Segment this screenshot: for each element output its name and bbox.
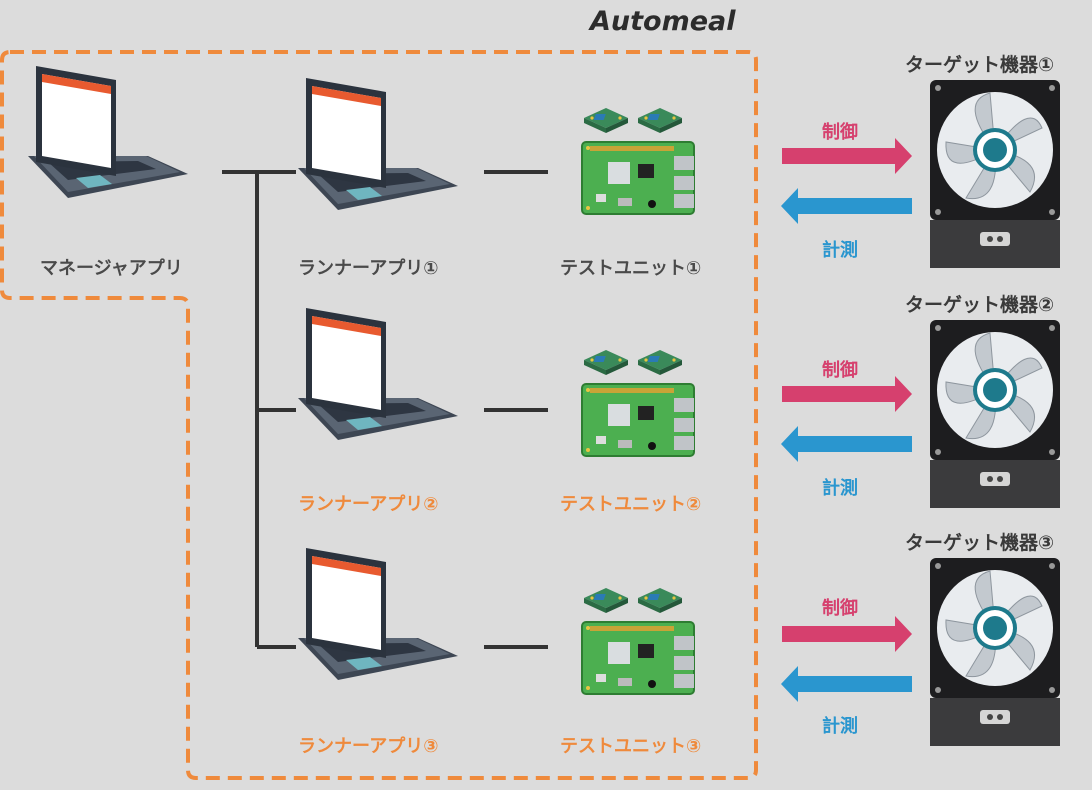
laptop-icon (298, 308, 458, 440)
control-arrow (782, 376, 912, 412)
diagram-title: Automeal (590, 6, 736, 37)
cooling-fan-icon (929, 319, 1061, 509)
measure-label: 計測 (822, 240, 858, 261)
measure-label: 計測 (822, 478, 858, 499)
control-label: 制御 (822, 360, 858, 381)
target-device-label: ターゲット機器① (905, 54, 1055, 76)
runner-app-label: ランナーアプリ② (298, 494, 439, 515)
target-device-label: ターゲット機器② (905, 294, 1055, 316)
runner-app-label: ランナーアプリ③ (298, 736, 439, 757)
control-label: 制御 (822, 598, 858, 619)
raspberry-pi-icon (581, 587, 695, 695)
automeal-boundary (0, 50, 758, 780)
laptop-icon (298, 548, 458, 680)
measure-arrow (781, 666, 912, 702)
measure-label: 計測 (822, 716, 858, 737)
runner-app-label: ランナーアプリ① (298, 258, 439, 279)
laptop-icon (298, 78, 458, 210)
test-unit-label: テストユニット② (560, 494, 702, 515)
control-label: 制御 (822, 122, 858, 143)
measure-arrow (781, 426, 912, 462)
manager-app-label: マネージャアプリ (40, 258, 183, 279)
target-device-label: ターゲット機器③ (905, 532, 1055, 554)
control-arrow (782, 138, 912, 174)
measure-arrow (781, 188, 912, 224)
control-arrow (782, 616, 912, 652)
laptop-icon (28, 66, 188, 198)
test-unit-label: テストユニット③ (560, 736, 702, 757)
connector-lines (222, 170, 548, 649)
cooling-fan-icon (929, 557, 1061, 747)
test-unit-label: テストユニット① (560, 258, 702, 279)
cooling-fan-icon (929, 79, 1061, 269)
raspberry-pi-icon (581, 107, 695, 215)
raspberry-pi-icon (581, 349, 695, 457)
